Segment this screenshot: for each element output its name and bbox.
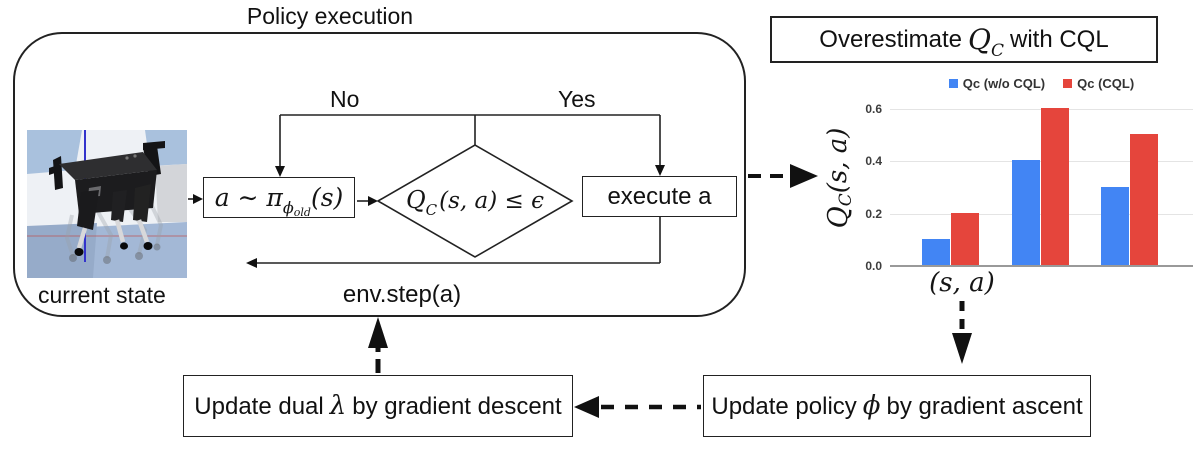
dashed-arrow-chart-to-policy: [952, 301, 972, 364]
policy-execution-container: [13, 32, 746, 317]
robot-body: [49, 141, 165, 230]
overestimate-suffix: with CQL: [1010, 25, 1109, 53]
legend-item: Qc (CQL): [1063, 76, 1134, 91]
bar-series1-group3: [1101, 186, 1129, 265]
bar-series1-group2: [1012, 160, 1040, 265]
legend-item: Qc (w/o CQL): [948, 76, 1046, 91]
y-tick-label: 0.4: [865, 154, 882, 169]
arrow-state-to-sample: [188, 194, 203, 204]
chart-legend: Qc (w/o CQL) Qc (CQL): [890, 76, 1193, 91]
bar-series1-group1: [922, 238, 950, 265]
dashed-arrow-to-envstep: [368, 317, 388, 373]
feedback-line: [246, 217, 661, 268]
bar-chart: [890, 96, 1193, 267]
bar-series2-group2: [1041, 107, 1069, 265]
legend-swatch-icon: [1063, 79, 1073, 88]
decision-diamond: [376, 144, 574, 258]
y-tick-label: 0.0: [865, 259, 882, 273]
safety-condition-expression: QC(s, a) ≤ ϵ: [405, 186, 545, 219]
policy-sample-expression: a ∼ πϕold(s): [214, 183, 344, 219]
gridline: [890, 265, 1193, 267]
y-tick-label: 0.2: [865, 206, 882, 221]
no-branch-label: No: [330, 86, 360, 112]
legend-label: Qc (w/o CQL): [962, 76, 1046, 91]
robot-simulation-image: [27, 130, 187, 278]
qc-symbol: QC: [968, 23, 1004, 61]
branch-lines: [275, 114, 665, 177]
env-step-label: env.step(a): [342, 281, 462, 308]
robot-lower-legs: [76, 219, 150, 249]
y-tick-label: 0.6: [865, 101, 882, 116]
chart-y-axis: 0.0 0.2 0.4 0.6: [846, 96, 886, 273]
yes-branch-label: Yes: [558, 86, 596, 112]
current-state-label: current state: [38, 282, 166, 308]
chart-x-axis-label: (s, a): [929, 268, 995, 298]
overestimate-box: Overestimate QC with CQL: [770, 16, 1158, 63]
dashed-arrow-policy-to-dual: [574, 396, 701, 418]
dashed-arrow-to-chart: [748, 164, 818, 188]
bar-series2-group1: [951, 212, 979, 265]
execute-action-box: execute a: [582, 176, 737, 217]
legend-label: Qc (CQL): [1077, 76, 1135, 91]
arrow-sample-to-diamond: [357, 196, 378, 206]
policy-sample-box: a ∼ πϕold(s): [203, 177, 355, 219]
execute-action-label: execute a: [607, 182, 712, 210]
overestimate-prefix: Overestimate: [819, 25, 963, 53]
policy-execution-title: Policy execution: [246, 3, 414, 29]
bar-series2-group3: [1130, 134, 1158, 265]
legend-swatch-icon: [948, 79, 958, 88]
